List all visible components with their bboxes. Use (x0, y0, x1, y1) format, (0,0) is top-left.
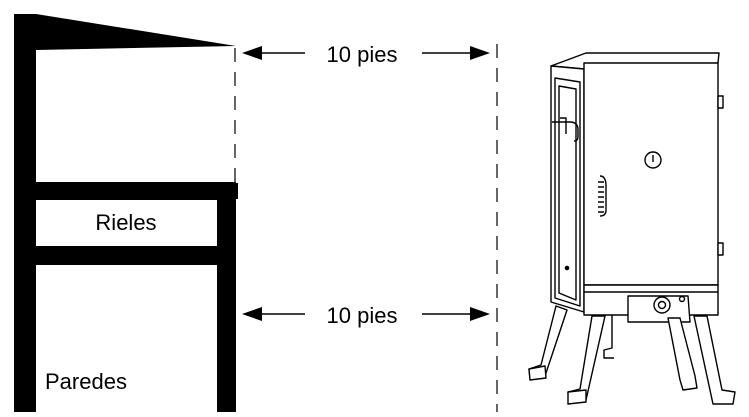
smoker-front (583, 62, 719, 286)
roof-overhang (14, 14, 236, 50)
smoker-side-door (554, 77, 581, 307)
igniter-button (678, 295, 686, 303)
rails-label: Rieles (95, 210, 156, 235)
smoker-side-panel (550, 65, 585, 313)
side-vent-dot (564, 265, 570, 271)
foot-front-left (567, 389, 587, 405)
door-handle-coil (598, 181, 604, 213)
bottom-distance-label: 10 pies (327, 303, 398, 328)
left-wall (14, 14, 36, 412)
foot-back-left (528, 365, 547, 381)
burner-knob-center (657, 300, 667, 310)
bottom-arrow-left-head (242, 307, 262, 321)
leg-back-left (528, 305, 568, 379)
top-arrow-right-head (470, 46, 490, 60)
leg-back-right (667, 317, 698, 391)
top-distance-label: 10 pies (327, 42, 398, 67)
leg-front-left (567, 315, 606, 403)
rail-bottom-bar (14, 246, 236, 265)
walls-label: Paredes (45, 369, 127, 394)
rail-right-post (217, 182, 236, 412)
smoker-side-door-inner (558, 85, 577, 301)
structure (14, 14, 238, 412)
smoker-icon (528, 52, 736, 405)
bottom-arrow-right-head (470, 307, 490, 321)
leg-front-right (693, 315, 736, 405)
hinge-top (717, 95, 724, 109)
bottom-dimension: 10 pies (242, 303, 490, 328)
gas-hose (603, 315, 614, 359)
side-latch-hook (560, 117, 567, 134)
clearance-lines (234, 44, 498, 412)
top-dimension: 10 pies (242, 42, 490, 67)
rail-top-bar (14, 182, 236, 200)
top-arrow-left-head (242, 46, 262, 60)
rail-stub (234, 183, 238, 199)
side-latch-icon (552, 121, 579, 142)
door-handle-icon (599, 175, 607, 217)
hinge-bottom (717, 242, 724, 256)
